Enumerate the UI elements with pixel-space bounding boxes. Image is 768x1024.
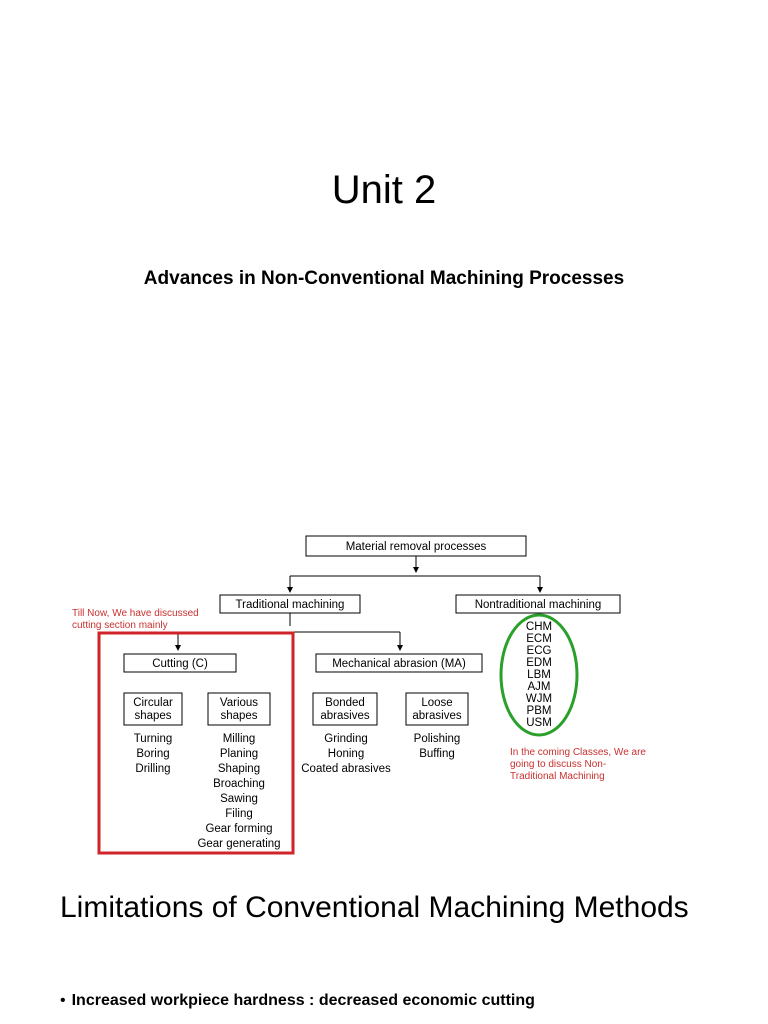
circular-box [123, 692, 183, 726]
nontrad-item: ECM [526, 633, 552, 645]
bullet-list: Increased workpiece hardness : decreased… [60, 990, 760, 1012]
root-label: Material removal processes [346, 541, 487, 553]
cutting-label: Cutting (C) [152, 658, 208, 670]
various-item: Milling [223, 733, 256, 745]
various-item: Shaping [218, 763, 260, 775]
bullet-item: Increased workpiece hardness : decreased… [60, 990, 760, 1012]
various-box [207, 692, 271, 726]
bonded-item: Honing [328, 748, 364, 760]
slide-title: Unit 2 [331, 168, 437, 212]
slide-subtitle: Advances in Non-Conventional Machining P… [143, 268, 625, 289]
nontrad-item: LBM [527, 669, 551, 681]
nontrad-item: WJM [526, 693, 552, 705]
nontrad-item: EDM [526, 657, 552, 669]
nontraditional-label: Nontraditional machining [475, 599, 602, 611]
bonded-label: abrasives [320, 710, 369, 722]
various-item: Gear forming [205, 823, 272, 835]
nontrad-item: CHM [526, 621, 552, 633]
abrasion-label: Mechanical abrasion (MA) [332, 658, 466, 670]
various-label: shapes [220, 710, 257, 722]
note-right: Traditional Machining [510, 771, 605, 782]
traditional-label: Traditional machining [236, 599, 345, 611]
loose-box [405, 692, 469, 726]
note-right: going to discuss Non- [510, 759, 606, 770]
section-heading: Limitations of Conventional Machining Me… [60, 891, 689, 924]
nontrad-item: USM [526, 717, 552, 729]
various-item: Gear generating [197, 838, 280, 850]
cutting-highlight-box [97, 631, 295, 855]
nontrad-item: PBM [527, 705, 552, 717]
circular-item: Turning [134, 733, 173, 745]
note-left: cutting section mainly [72, 620, 168, 631]
nontraditional-highlight-ellipse [499, 613, 579, 737]
note-left: Till Now, We have discussed [72, 608, 199, 619]
nontrad-item: AJM [528, 681, 551, 693]
various-item: Filing [225, 808, 252, 820]
circular-label: shapes [134, 710, 171, 722]
note-right: In the coming Classes, We are [510, 747, 646, 758]
various-item: Planing [220, 748, 258, 760]
circular-item: Drilling [135, 763, 170, 775]
bonded-box [312, 692, 378, 726]
circular-item: Boring [136, 748, 169, 760]
cutting-box [123, 653, 237, 673]
bonded-label: Bonded [325, 697, 365, 709]
nontraditional-box [455, 594, 621, 614]
various-item: Broaching [213, 778, 265, 790]
loose-label: Loose [421, 697, 452, 709]
loose-label: abrasives [412, 710, 461, 722]
nontrad-item: ECG [527, 645, 552, 657]
loose-item: Buffing [419, 748, 455, 760]
various-item: Sawing [220, 793, 258, 805]
process-classification-diagram: Material removal processes Traditional m… [72, 535, 646, 855]
bonded-item: Grinding [324, 733, 367, 745]
abrasion-box [315, 653, 483, 673]
loose-item: Polishing [414, 733, 461, 745]
various-label: Various [220, 697, 258, 709]
circular-label: Circular [133, 697, 173, 709]
bonded-item: Coated abrasives [301, 763, 391, 775]
